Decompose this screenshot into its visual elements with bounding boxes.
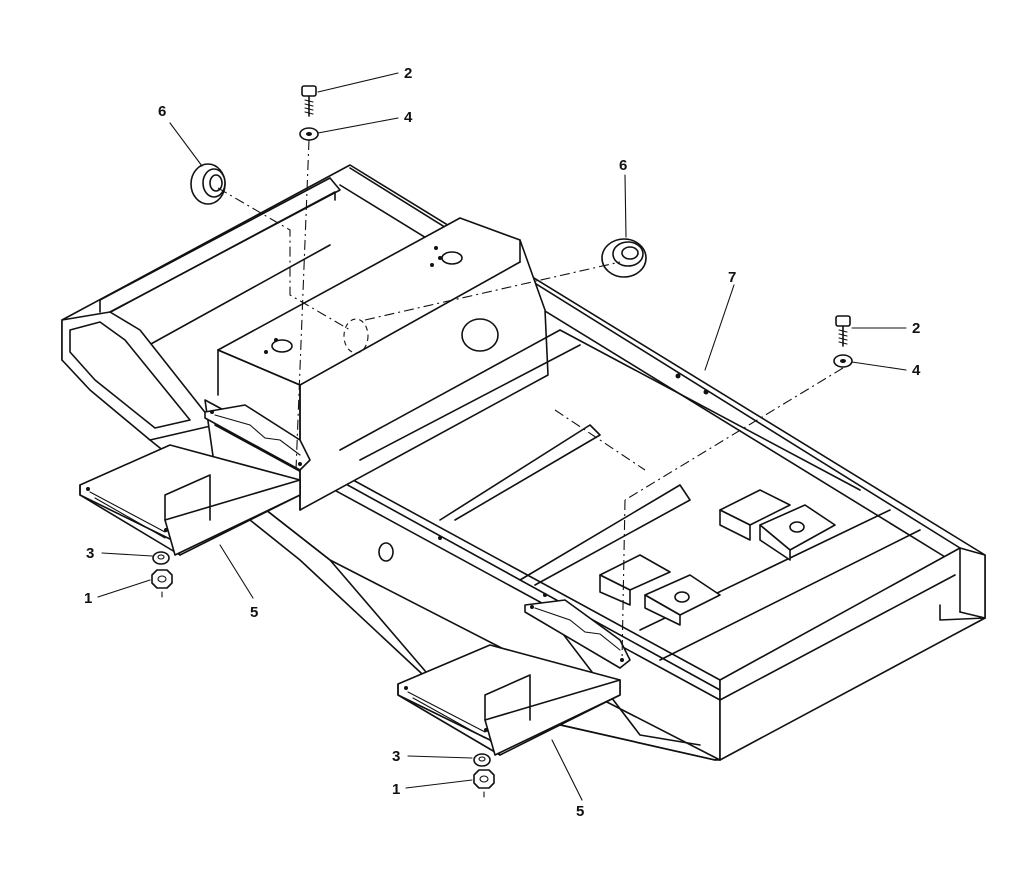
callout-7: 7 <box>728 269 736 286</box>
screw-right <box>836 316 850 346</box>
callout-3-right: 3 <box>392 748 400 765</box>
grommet-left <box>191 164 225 204</box>
washer-right <box>834 355 852 367</box>
lockwasher-left <box>153 552 169 564</box>
callout-5-right: 5 <box>576 803 584 820</box>
callout-1-left: 1 <box>84 590 92 607</box>
washer-top-left <box>300 128 318 140</box>
callout-3-left: 3 <box>86 545 94 562</box>
callout-6-right: 6 <box>619 157 627 174</box>
callout-2-top: 2 <box>404 65 412 82</box>
callout-6-left: 6 <box>158 103 166 120</box>
callout-4-right: 4 <box>912 362 921 379</box>
screw-top-left <box>302 86 316 116</box>
lockwasher-right <box>474 754 490 766</box>
nut-left <box>152 570 172 597</box>
nut-right <box>474 770 494 797</box>
callout-4-top: 4 <box>404 109 413 126</box>
callout-5-left: 5 <box>250 604 258 621</box>
grommet-right <box>602 239 646 277</box>
callout-2-right: 2 <box>912 320 920 337</box>
callout-1-right: 1 <box>392 781 400 798</box>
